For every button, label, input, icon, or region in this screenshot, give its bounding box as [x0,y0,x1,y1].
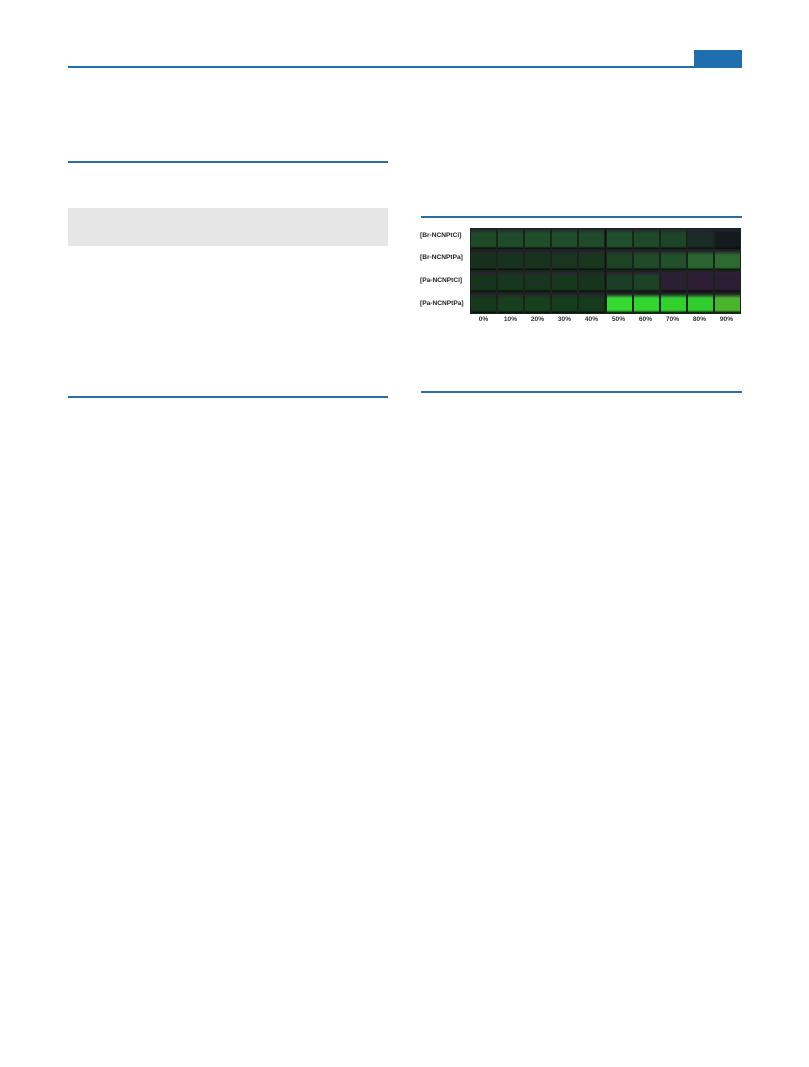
vial-cell [713,249,741,271]
row-label: [Br-NCNPtCl] [420,232,462,239]
left-section-rule-top [68,161,388,163]
row-label: [Br-NCNPtPa] [420,254,463,261]
vial-cell [659,292,687,314]
vial-cell [524,292,552,314]
column-label: 20% [530,316,545,323]
column-label: 10% [503,316,518,323]
vial-cell [470,249,498,271]
vial-cell [578,228,606,250]
column-label: 50% [611,316,626,323]
vial-cell [605,271,633,293]
vial-cell [632,271,660,293]
vial-cell [497,271,525,293]
vial-cell [605,228,633,250]
column-label: 30% [557,316,572,323]
vial-cell [632,249,660,271]
vial-cell [551,271,579,293]
vial-photo-figure: [Br-NCNPtCl] [Br-NCNPtPa] [Pa-NCNPtCl] [… [420,226,742,324]
column-label: 60% [638,316,653,323]
vial-cell [659,228,687,250]
vial-cell [632,228,660,250]
vial-photo-grid [470,228,741,314]
vial-cell [497,292,525,314]
column-label: 0% [478,316,489,323]
left-section-rule-bottom [68,396,388,398]
vial-cell [713,228,741,250]
column-label: 70% [665,316,680,323]
vial-cell [632,292,660,314]
vial-cell [659,249,687,271]
vial-cell [686,249,714,271]
vial-cell [551,292,579,314]
vial-cell [578,271,606,293]
vial-cell [605,292,633,314]
vial-cell [497,249,525,271]
vial-cell [578,249,606,271]
vial-cell [578,292,606,314]
vial-cell [524,271,552,293]
header-tab [694,50,742,66]
row-label: [Pa-NCNPtPa] [420,300,464,307]
vial-cell [470,271,498,293]
column-label: 40% [584,316,599,323]
column-label: 90% [719,316,734,323]
vial-cell [524,228,552,250]
vial-cell [497,228,525,250]
header-rule [68,66,742,68]
vial-cell [713,292,741,314]
vial-cell [659,271,687,293]
vial-cell [605,249,633,271]
row-label: [Pa-NCNPtCl] [420,277,463,284]
vial-cell [686,228,714,250]
shaded-box [68,208,388,246]
figure-rule-bottom [421,391,742,393]
vial-cell [713,271,741,293]
vial-cell [551,249,579,271]
vial-cell [686,271,714,293]
vial-cell [524,249,552,271]
vial-cell [470,228,498,250]
vial-cell [551,228,579,250]
column-label: 80% [692,316,707,323]
vial-cell [686,292,714,314]
figure-rule-top [421,216,742,218]
vial-cell [470,292,498,314]
